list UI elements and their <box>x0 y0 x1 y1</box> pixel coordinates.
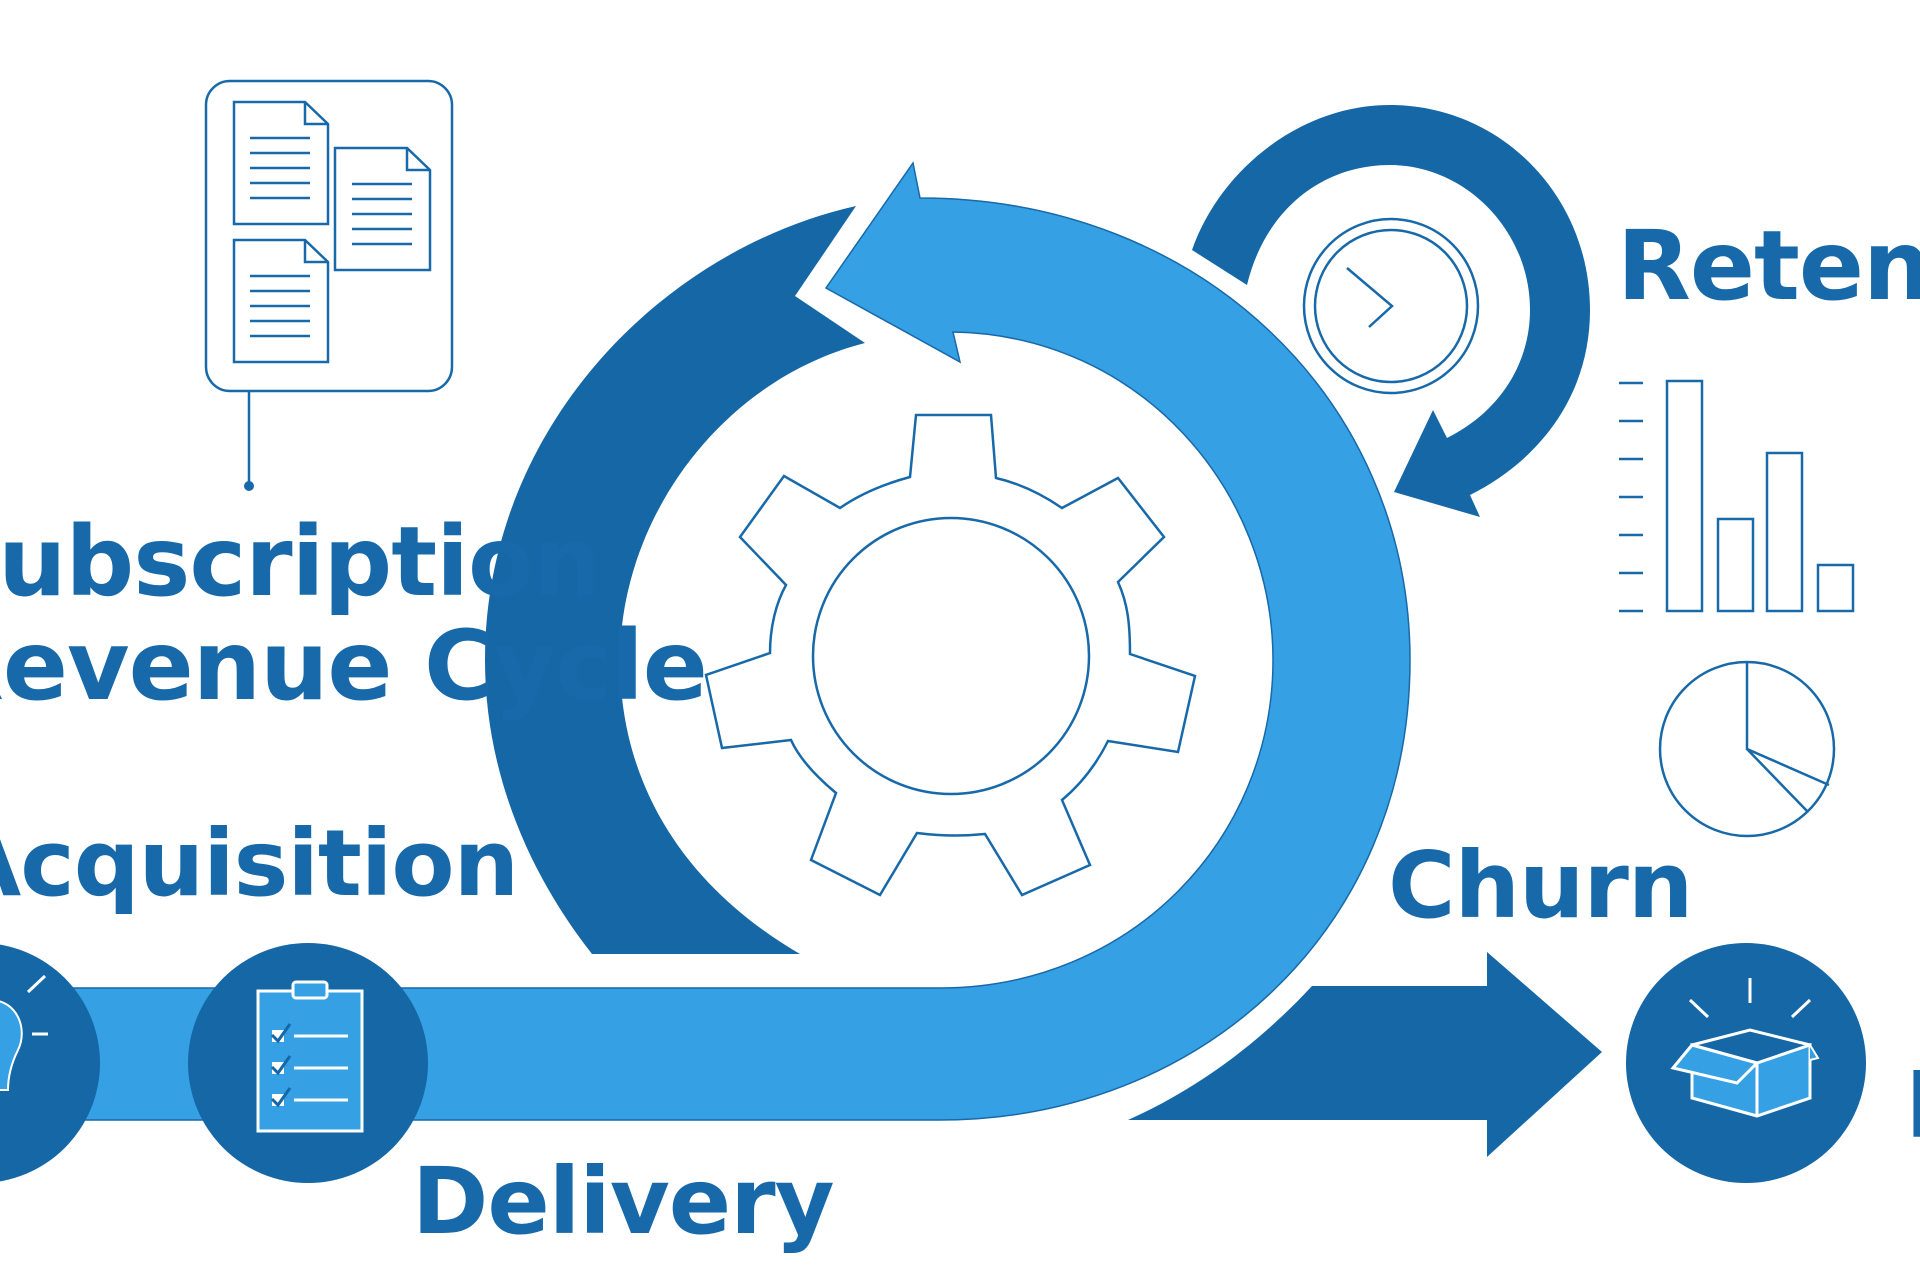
gear-icon <box>704 413 1197 897</box>
diagram-title: Subscription Revenue Cycle <box>0 506 708 722</box>
stage-label-churn: Churn <box>1388 832 1693 939</box>
title-line-1: Subscription <box>0 506 601 618</box>
stage-label-acquisition: Acquisition <box>0 810 519 917</box>
clock-icon <box>1302 217 1480 395</box>
stage-label-cutoff-right: R <box>1905 1060 1920 1152</box>
churn-arrow <box>1128 952 1602 1157</box>
return-arrow-left <box>485 206 865 954</box>
stage-label-retention: Retention <box>1617 210 1920 322</box>
title-line-2: Revenue Cycle <box>0 610 708 722</box>
bar-chart-icon <box>1619 379 1855 613</box>
cycle-ring <box>0 161 1411 1121</box>
stage-label-delivery: Delivery <box>412 1148 835 1255</box>
retention-loop-arrow <box>1192 105 1590 517</box>
lightbulb-icon <box>0 944 100 1182</box>
open-box-icon <box>1626 943 1866 1183</box>
documents-icon <box>204 79 454 491</box>
pie-chart-icon <box>1658 660 1836 838</box>
clipboard-checklist-icon <box>188 943 428 1183</box>
